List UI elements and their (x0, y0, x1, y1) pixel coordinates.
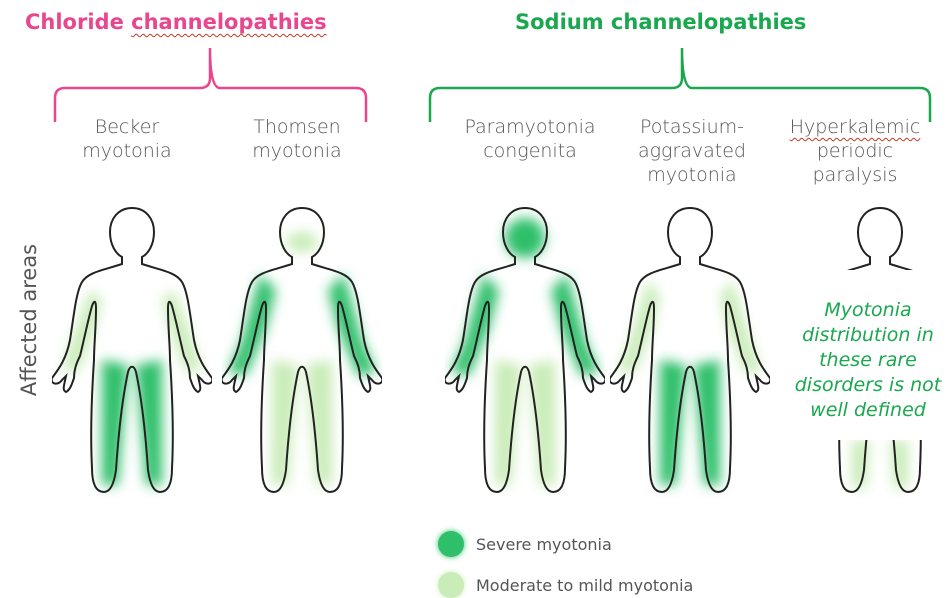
group-brackets (0, 0, 947, 130)
label-hyperkalemic: Hyperkalemic periodic paralysis (765, 115, 945, 187)
legend-mild-label: Moderate to mild myotonia (476, 576, 693, 595)
body-figure-paramyotonia (445, 200, 605, 500)
label-paramyotonia: Paramyotonia congenita (440, 115, 620, 163)
label-potassium: Potassium- aggravated myotonia (622, 115, 762, 187)
legend-severe: Severe myotonia (438, 531, 612, 557)
label-thomsen: Thomsen myotonia (232, 115, 362, 163)
body-figure-potassium (610, 200, 770, 500)
body-figure-thomsen (222, 200, 382, 500)
sodium-bracket (430, 48, 930, 122)
legend-mild: Moderate to mild myotonia (438, 572, 693, 598)
body-figure-becker (52, 200, 212, 500)
legend-severe-swatch (438, 531, 464, 557)
legend-severe-label: Severe myotonia (476, 535, 612, 554)
affected-areas-label: Affected areas (17, 235, 41, 405)
label-becker: Becker myotonia (72, 115, 182, 163)
legend-mild-swatch (438, 572, 464, 598)
chloride-bracket (55, 48, 366, 122)
hyperkalemic-note: Myotonia distribution in these rare diso… (788, 298, 947, 423)
